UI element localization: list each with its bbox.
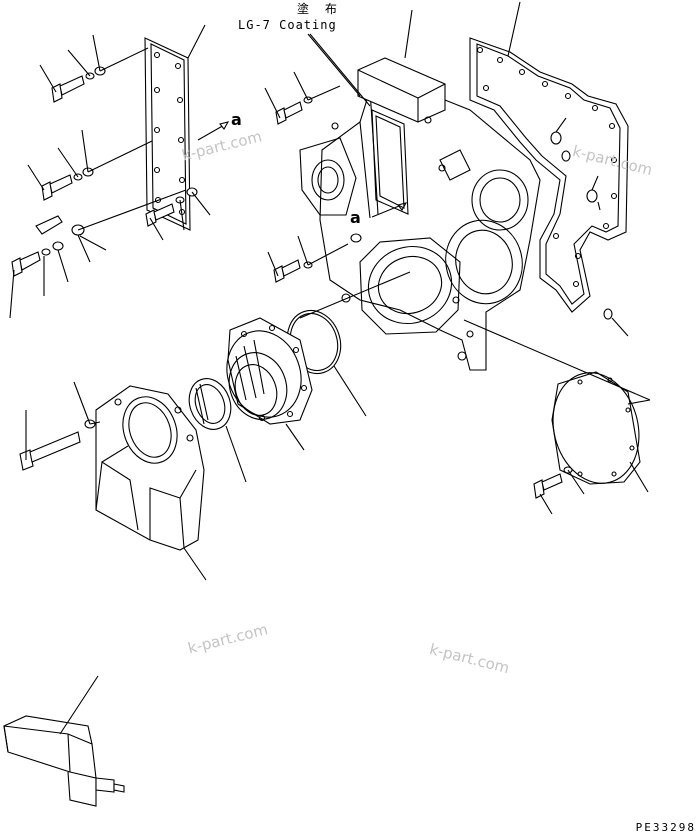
bolt-upper-left — [39, 34, 149, 103]
bolt-lower-left — [9, 189, 187, 319]
drawing-code: PE33298 — [635, 821, 696, 834]
coating-leaders — [307, 9, 413, 107]
special-tool — [3, 675, 125, 807]
bolt-mid-left — [27, 129, 153, 201]
case-round-cover — [299, 137, 357, 216]
bolt-rear-cover — [533, 466, 585, 515]
bolt-case-lower — [267, 233, 362, 283]
bolt-center-left — [145, 187, 211, 241]
plugs-right — [550, 117, 601, 211]
bolt-case-upper — [264, 71, 341, 125]
reference-label-a-upper: a — [231, 110, 242, 129]
support-bracket — [95, 385, 207, 581]
oil-seal — [188, 378, 247, 483]
bearing-housing — [226, 317, 313, 451]
side-cover-gasket — [144, 37, 191, 231]
reference-label-a-lower: a — [350, 208, 361, 227]
leader-gasket — [187, 24, 206, 59]
coating-label-jp: 塗 布 — [297, 2, 343, 16]
rear-gasket — [469, 1, 629, 313]
timing-gear-case — [319, 57, 541, 371]
plug-small-right — [603, 308, 629, 337]
plate-bracket-small — [35, 215, 63, 235]
coating-label-en: LG-7 Coating — [238, 18, 337, 32]
rear-end-cover — [463, 319, 651, 493]
reference-arrow-a-upper — [197, 121, 230, 141]
bolt-long-lower — [19, 381, 101, 471]
